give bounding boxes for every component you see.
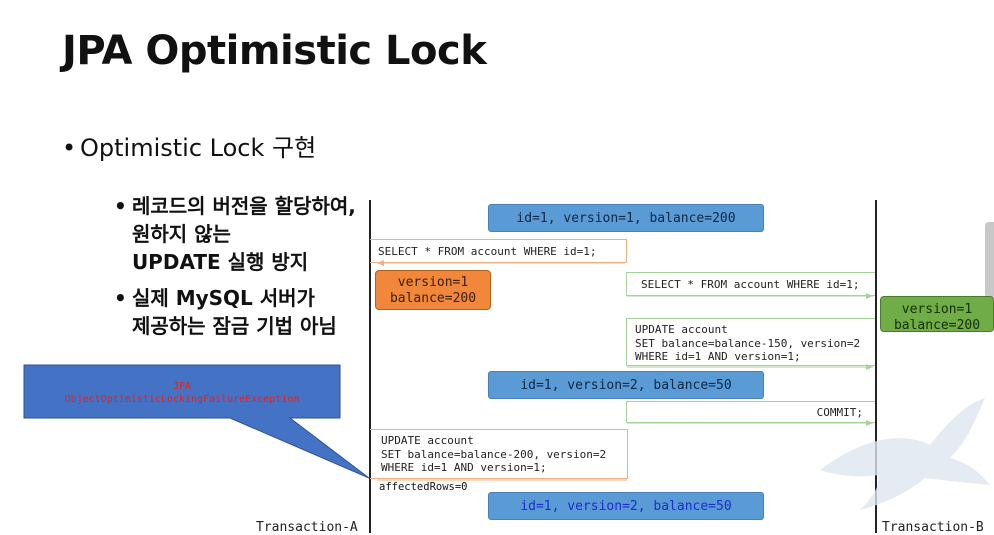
sub-bullet-1: •레코드의 버전을 할당하여, 원하지 않는 UPDATE 실행 방지 (100, 164, 356, 276)
b-read-balance: balance=200 (893, 318, 981, 333)
transaction-b-label: Transaction-B (882, 520, 984, 535)
callout-text: JPA ObjectOptimisticLockingFailureExcept… (24, 380, 340, 406)
arrow-head-left (377, 260, 384, 266)
sub-bullet-1-text: 레코드의 버전을 할당하여, 원하지 않는 UPDATE 실행 방지 (131, 194, 356, 274)
db-state-1: id=1, version=1, balance=200 (488, 204, 764, 232)
select-a: SELECT * FROM account WHERE id=1; (370, 239, 627, 263)
slide-title: JPA Optimistic Lock (62, 28, 487, 74)
db-state-2: id=1, version=2, balance=50 (488, 371, 764, 399)
update-b: UPDATE account SET balance=balance-150, … (626, 318, 875, 366)
b-read-result: version=1 balance=200 (880, 296, 994, 333)
callout-line-1: JPA (172, 381, 192, 392)
main-bullet: •Optimistic Lock 구현 (62, 128, 316, 163)
lifeline-transaction-b (875, 200, 877, 533)
main-bullet-text: Optimistic Lock 구현 (80, 134, 317, 162)
bullet-dot: • (62, 134, 77, 162)
commit-b: COMMIT; (626, 401, 875, 423)
b-read-version: version=1 (901, 302, 973, 317)
sub-bullet-2: •실제 MySQL 서버가 제공하는 잠금 기법 아님 (100, 256, 337, 340)
bullet-dot: • (113, 194, 127, 218)
select-b: SELECT * FROM account WHERE id=1; (626, 272, 875, 296)
update-a: UPDATE account SET balance=balance-200, … (370, 429, 628, 479)
bullet-dot: • (113, 286, 127, 310)
lifeline-transaction-a (369, 200, 371, 533)
affected-rows: affectedRows=0 (379, 481, 468, 493)
callout-line-2: ObjectOptimisticLockingFailureException (64, 394, 300, 405)
a-read-balance: balance=200 (389, 291, 477, 306)
db-state-3: id=1, version=2, balance=50 (488, 492, 764, 520)
arrow-head-right (866, 420, 873, 426)
a-read-result: version=1 balance=200 (375, 270, 491, 310)
arrow-head-right (866, 293, 873, 299)
edge-tab (985, 222, 994, 298)
sub-bullet-2-text: 실제 MySQL 서버가 제공하는 잠금 기법 아님 (131, 286, 337, 338)
callout-shape (23, 364, 370, 479)
transaction-a-label: Transaction-A (256, 520, 358, 535)
a-read-version: version=1 (397, 275, 469, 290)
